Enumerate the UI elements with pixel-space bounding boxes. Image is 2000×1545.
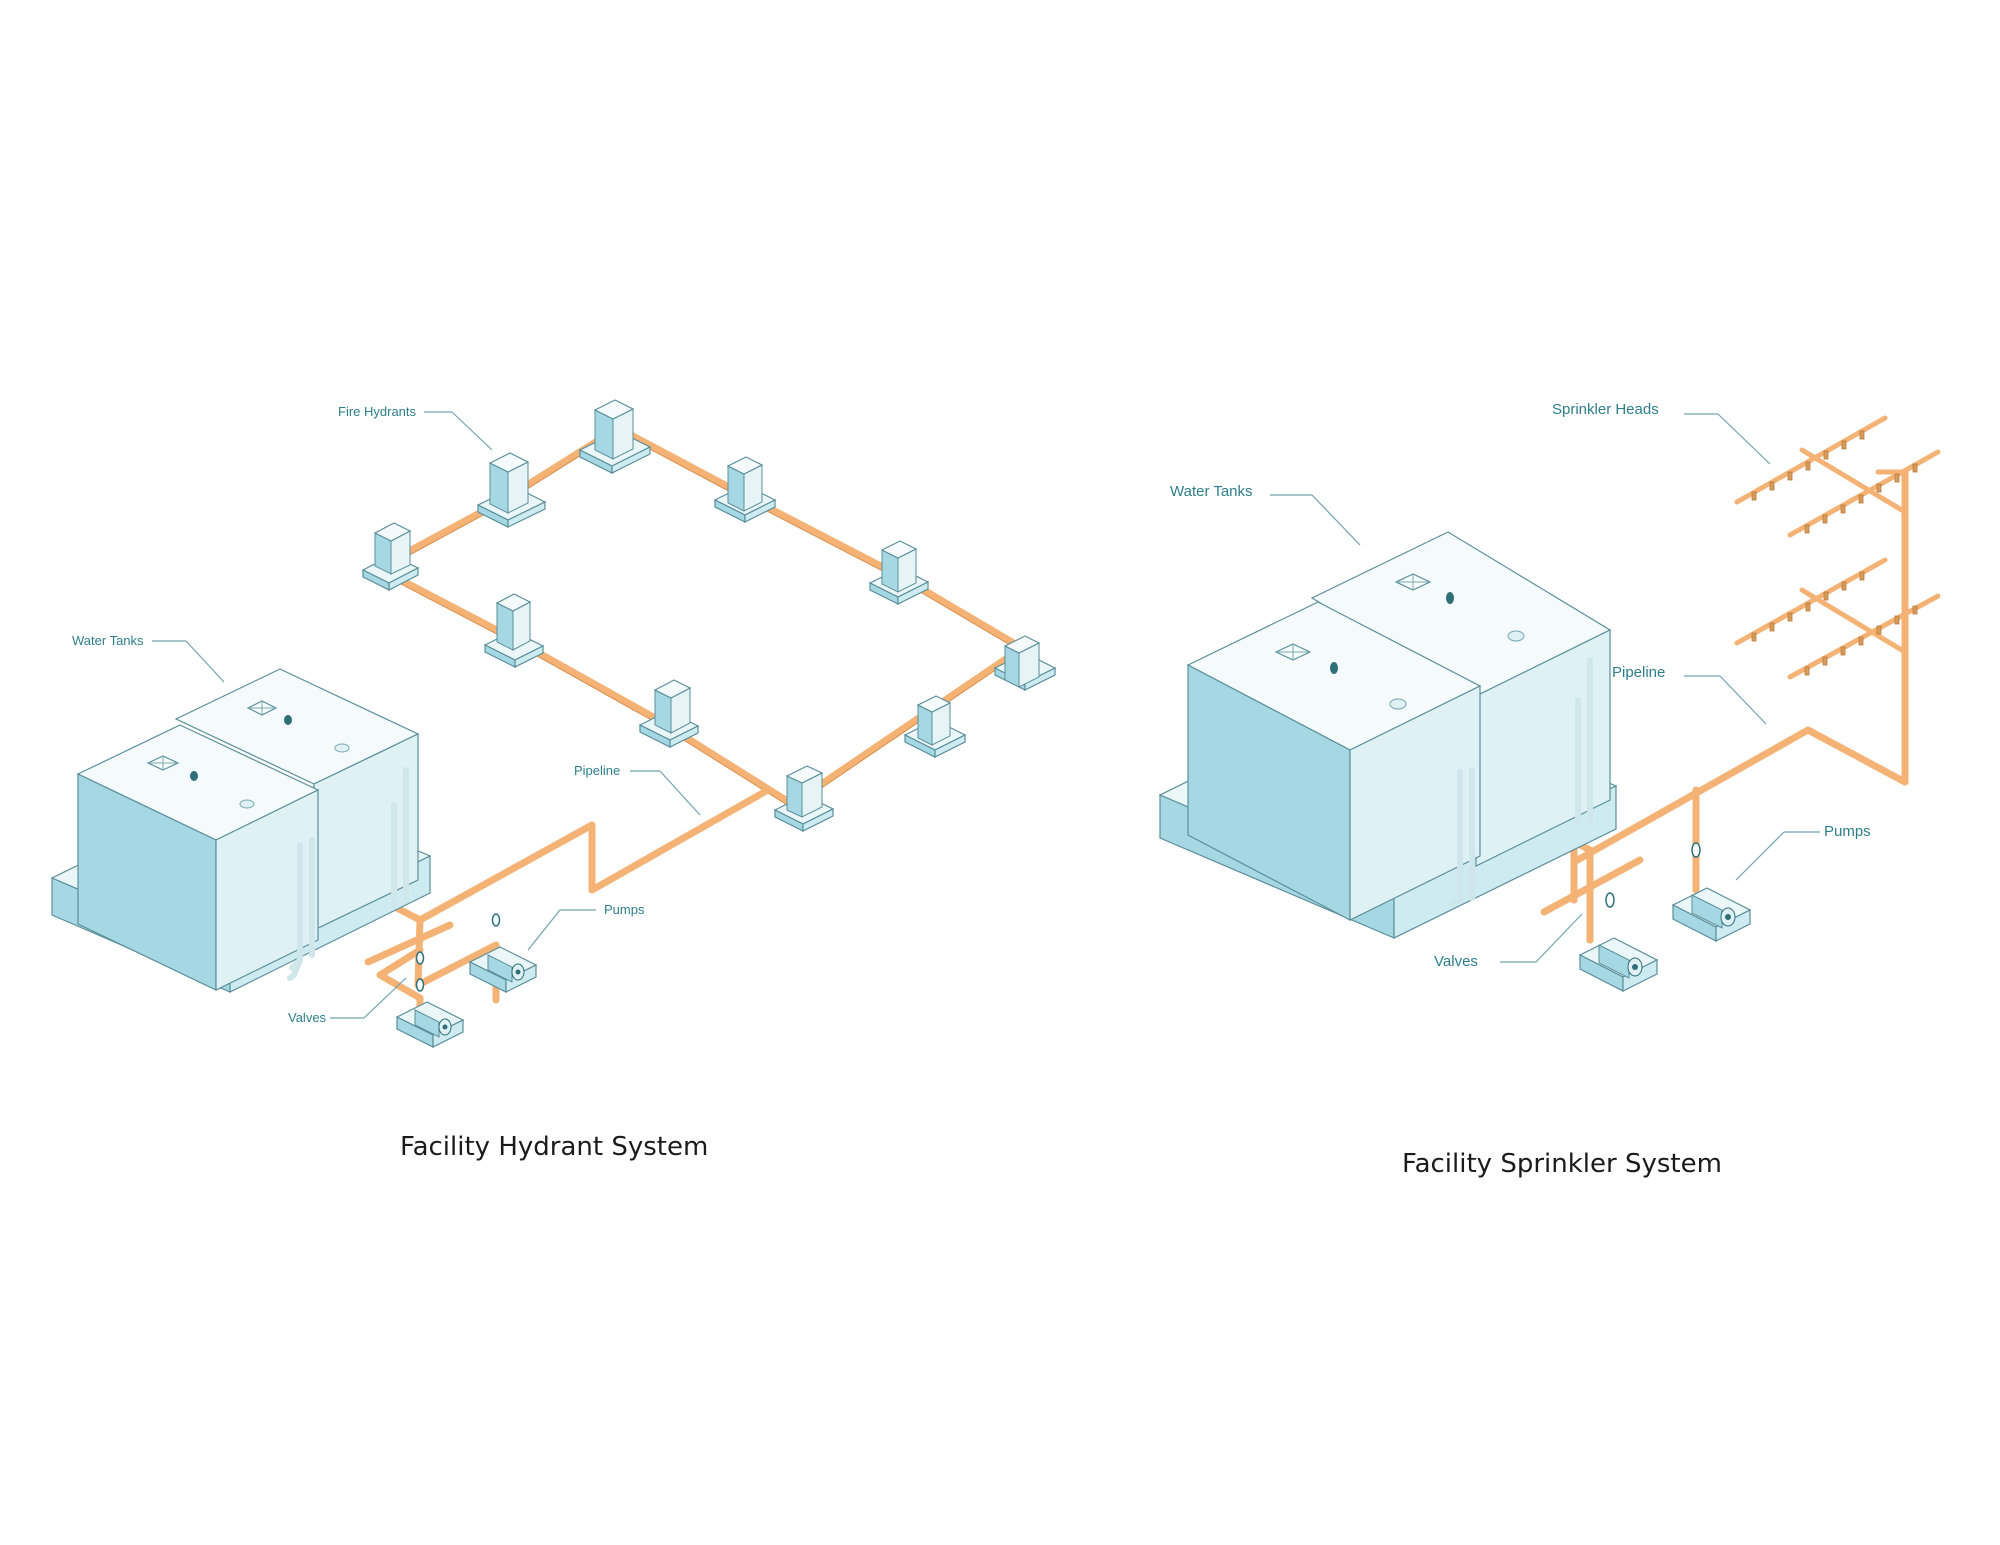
hydrant-valves-label: Valves bbox=[288, 1010, 327, 1025]
hydrant-water-tanks bbox=[50, 668, 432, 993]
sprinkler-network bbox=[1734, 415, 1941, 786]
pumps-leader bbox=[527, 909, 561, 951]
hydrant-system: Fire Hydrants Water Tanks Pipeline Pumps… bbox=[50, 399, 1057, 1162]
hydrant-pumps-label: Pumps bbox=[604, 902, 645, 917]
hydrant-cabinet bbox=[578, 399, 652, 474]
valves-leader bbox=[363, 977, 407, 1019]
pumps-leader bbox=[1735, 831, 1785, 881]
hydrant-cabinet bbox=[993, 635, 1057, 691]
sprinkler-water-tanks bbox=[1158, 531, 1618, 939]
water-tanks-leader bbox=[185, 640, 225, 683]
sprinkler-valves bbox=[1605, 842, 1701, 908]
hydrant-cabinets bbox=[361, 399, 1057, 832]
hydrant-pipeline-label: Pipeline bbox=[574, 763, 620, 778]
sprinkler-heads bbox=[1751, 430, 1918, 676]
sprinkler-valves-label: Valves bbox=[1434, 953, 1478, 970]
pipeline-leader bbox=[1719, 675, 1767, 725]
sprinkler-heads-leader bbox=[1717, 413, 1771, 465]
pump bbox=[1671, 887, 1752, 942]
sprinkler-pumps-label: Pumps bbox=[1824, 823, 1871, 840]
sprinkler-system: Sprinkler Heads Water Tanks Pipeline Pum… bbox=[1158, 401, 1941, 1179]
hydrant-feed-pipeline bbox=[364, 786, 772, 1014]
pipeline-leader bbox=[659, 770, 701, 816]
sprinkler-heads-label: Sprinkler Heads bbox=[1552, 401, 1659, 418]
fire-hydrants-label: Fire Hydrants bbox=[338, 404, 417, 419]
hydrant-cabinet bbox=[361, 522, 420, 591]
water-tanks-leader bbox=[1311, 494, 1361, 546]
sprinkler-pipeline-label: Pipeline bbox=[1612, 664, 1665, 681]
pump bbox=[1578, 937, 1659, 992]
hydrant-valves bbox=[415, 913, 501, 992]
fire-hydrants-leader bbox=[451, 411, 493, 451]
valves-leader bbox=[1535, 913, 1583, 963]
hydrant-cabinet bbox=[638, 679, 700, 748]
hydrant-caption: Facility Hydrant System bbox=[400, 1132, 708, 1162]
hydrant-water-tanks-label: Water Tanks bbox=[72, 633, 144, 648]
hydrant-cabinet bbox=[713, 456, 777, 523]
hydrant-cabinet bbox=[476, 452, 547, 528]
pump bbox=[395, 1001, 465, 1048]
hydrant-cabinet bbox=[903, 695, 967, 758]
sprinkler-water-tanks-label: Water Tanks bbox=[1170, 483, 1253, 500]
sprinkler-caption: Facility Sprinkler System bbox=[1402, 1149, 1722, 1179]
pump bbox=[468, 946, 538, 993]
hydrant-cabinet bbox=[483, 593, 545, 668]
hydrant-cabinet bbox=[868, 540, 930, 605]
hydrant-cabinet bbox=[773, 765, 835, 832]
sprinkler-pumps bbox=[1578, 887, 1752, 992]
hydrant-pumps bbox=[395, 946, 538, 1048]
